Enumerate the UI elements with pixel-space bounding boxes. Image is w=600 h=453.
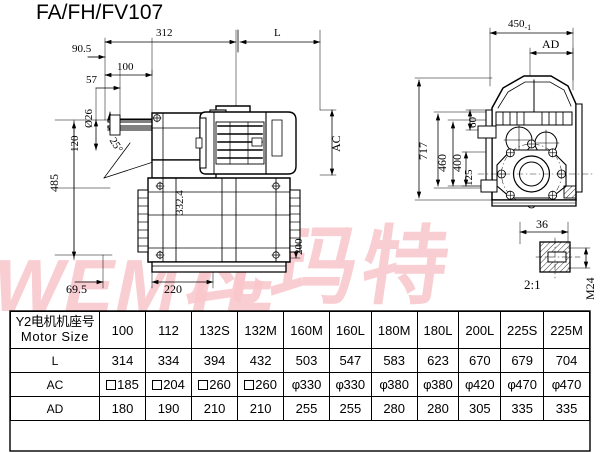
square-symbol-icon bbox=[152, 379, 163, 390]
cell-l-9: 679 bbox=[500, 348, 545, 373]
cell-ac-2: 260 bbox=[191, 372, 239, 397]
cell-l-2: 394 bbox=[191, 348, 239, 373]
cell-ad-6: 280 bbox=[370, 396, 418, 421]
page-title: FA/FH/FV107 bbox=[36, 1, 164, 24]
motor-size-header-0: 100 bbox=[98, 311, 147, 349]
dim-125: 125 bbox=[463, 169, 475, 187]
row-label-ac: AC bbox=[10, 372, 100, 397]
cell-ad-1: 190 bbox=[145, 396, 193, 421]
dim-AD: AD bbox=[542, 37, 560, 51]
cell-ac-6: φ380 bbox=[370, 372, 418, 397]
dim-717: 717 bbox=[416, 142, 430, 160]
motor-size-header-2: 132S bbox=[191, 311, 239, 349]
square-symbol-icon bbox=[244, 379, 255, 390]
dim-36: 36 bbox=[536, 217, 548, 231]
cell-ad-4: 255 bbox=[283, 396, 330, 421]
phi-symbol-icon: φ bbox=[423, 377, 432, 392]
right-view-gear-unit bbox=[477, 75, 593, 209]
row-label-ad: AD bbox=[10, 396, 100, 421]
dim-57: 57 bbox=[86, 74, 97, 86]
motor-size-header-10: 225M bbox=[543, 311, 590, 349]
cell-ac-1: 204 bbox=[145, 372, 193, 397]
dim-312: 312 bbox=[156, 27, 173, 39]
phi-symbol-icon: φ bbox=[465, 377, 473, 392]
cell-l-0: 314 bbox=[98, 348, 147, 373]
cell-ac-8: φ420 bbox=[458, 372, 502, 397]
cell-ad-9: 335 bbox=[500, 396, 545, 421]
dim-phi26: Ø26 bbox=[83, 109, 95, 128]
table-header-label-en: Motor Size bbox=[20, 329, 90, 344]
dim-220: 220 bbox=[164, 282, 182, 296]
detail-section-2to1 bbox=[535, 237, 581, 279]
phi-symbol-icon: φ bbox=[551, 377, 560, 392]
cell-l-1: 334 bbox=[145, 348, 193, 373]
dim-120: 120 bbox=[69, 135, 81, 153]
dim-450-value: 450 bbox=[508, 18, 525, 30]
cell-ad-10: 335 bbox=[543, 396, 590, 421]
thread-M24-label: M24 bbox=[583, 277, 597, 300]
cell-ad-2: 210 bbox=[191, 396, 239, 421]
dim-L: L bbox=[274, 27, 281, 39]
motor-size-header-4: 160M bbox=[283, 311, 330, 349]
motor-size-header-9: 225S bbox=[500, 311, 545, 349]
cell-ad-8: 305 bbox=[458, 396, 502, 421]
cell-ad-0: 180 bbox=[98, 396, 147, 421]
cell-ad-7: 280 bbox=[416, 396, 460, 421]
dim-460: 460 bbox=[435, 154, 449, 172]
cell-ac-5: φ330 bbox=[328, 372, 372, 397]
cell-ad-3: 210 bbox=[237, 396, 285, 421]
cell-ac-4: φ330 bbox=[283, 372, 330, 397]
cell-l-10: 704 bbox=[543, 348, 590, 373]
detail-scale-label: 2:1 bbox=[524, 277, 541, 292]
dim-450-tolerance: -1 bbox=[524, 23, 532, 33]
cell-ad-5: 255 bbox=[328, 396, 372, 421]
dim-332-4: 332.4 bbox=[174, 190, 186, 215]
cell-ac-7: φ380 bbox=[416, 372, 460, 397]
table-header-label: Y2电机机座号 Motor Size bbox=[10, 311, 100, 349]
dim-485: 485 bbox=[47, 174, 61, 192]
square-symbol-icon bbox=[106, 379, 117, 390]
dim-100: 100 bbox=[117, 61, 134, 73]
cell-ac-9: φ470 bbox=[500, 372, 545, 397]
cell-ac-3: 260 bbox=[237, 372, 285, 397]
cell-ac-10: φ470 bbox=[543, 372, 590, 397]
table-header-label-cn: Y2电机机座号 bbox=[15, 314, 95, 330]
cell-l-4: 503 bbox=[283, 348, 330, 373]
phi-symbol-icon: φ bbox=[379, 377, 388, 392]
phi-symbol-icon: φ bbox=[507, 377, 516, 392]
cell-l-6: 583 bbox=[370, 348, 418, 373]
row-label-l: L bbox=[10, 348, 100, 373]
motor-size-header-5: 160L bbox=[328, 311, 372, 349]
cell-l-7: 623 bbox=[416, 348, 460, 373]
dim-60: 60 bbox=[467, 117, 479, 128]
motor-size-header-1: 112 bbox=[145, 311, 193, 349]
left-view-motor bbox=[195, 109, 297, 175]
dim-400: 400 bbox=[450, 154, 464, 172]
square-symbol-icon bbox=[198, 379, 209, 390]
motor-size-header-6: 180M bbox=[370, 311, 418, 349]
cell-l-3: 432 bbox=[237, 348, 285, 373]
dim-69-5: 69.5 bbox=[66, 282, 87, 296]
motor-size-header-3: 132M bbox=[237, 311, 285, 349]
cell-l-8: 670 bbox=[458, 348, 502, 373]
dim-200: 200 bbox=[293, 238, 305, 256]
dim-90-5: 90.5 bbox=[72, 43, 92, 55]
motor-size-header-7: 180L bbox=[416, 311, 460, 349]
motor-size-header-8: 200L bbox=[458, 311, 502, 349]
cell-l-5: 547 bbox=[328, 348, 372, 373]
phi-symbol-icon: φ bbox=[335, 377, 344, 392]
dim-AC: AC bbox=[329, 135, 343, 152]
right-view-dimension-lines bbox=[416, 30, 589, 269]
phi-symbol-icon: φ bbox=[291, 377, 300, 392]
dim-450: 450-1 bbox=[508, 19, 531, 32]
cell-ac-0: 185 bbox=[98, 372, 147, 397]
